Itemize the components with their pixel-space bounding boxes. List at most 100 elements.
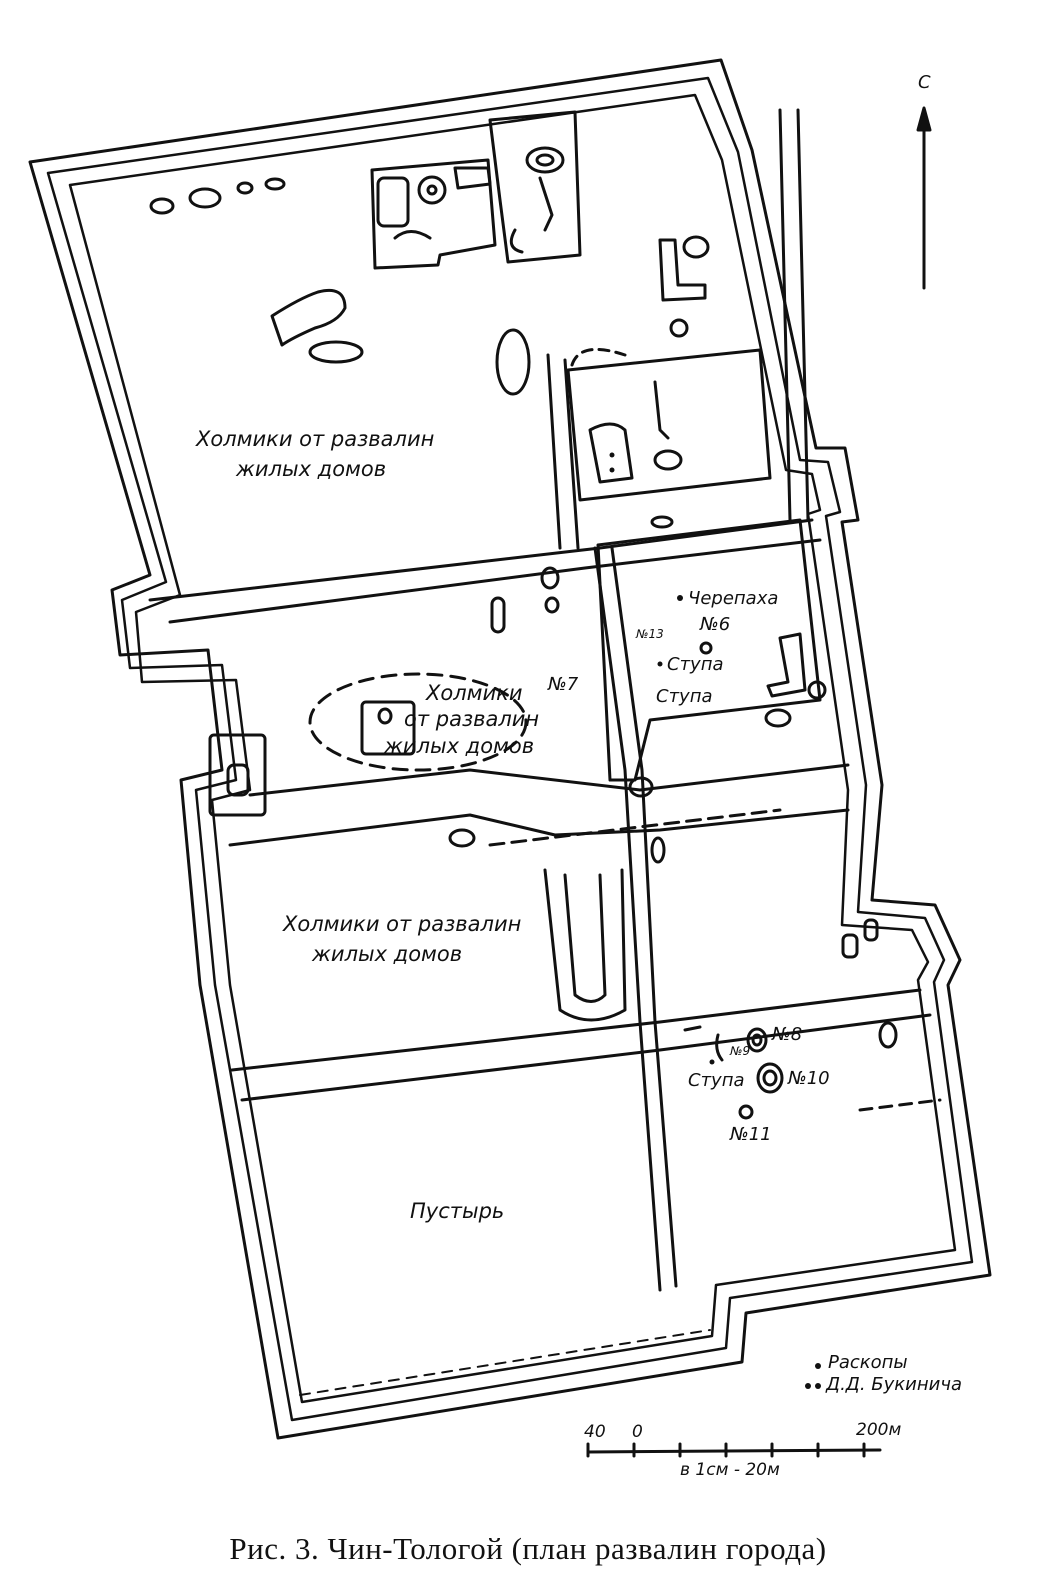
stupa-n10-core: [762, 1069, 778, 1087]
street-ns-east-b: [796, 108, 810, 522]
object-label-n6: №6: [700, 614, 731, 635]
object-label-stupa-a: Ступа: [667, 654, 724, 675]
dashed-line-outer: [299, 1329, 711, 1396]
object-label-n7: №7: [548, 674, 579, 695]
object-label-n9: №9: [730, 1044, 751, 1058]
scale-ratio-label: в 1см - 20м: [680, 1460, 780, 1480]
legend-line-1: Раскопы: [828, 1352, 908, 1373]
excavation-dot-2: [609, 452, 615, 458]
street-ns-west-b: [563, 358, 580, 550]
mound-east-4: [807, 680, 827, 700]
dashed-zone-center: [308, 672, 528, 772]
street-ns-east: [778, 108, 792, 522]
mound-nw-4: [264, 177, 286, 191]
dashed-arc-northeast: [570, 347, 627, 367]
object-label-stupa-b: Ступа: [656, 686, 713, 707]
stupa-n11: [738, 1104, 754, 1120]
legend-dot-2: [805, 1383, 811, 1389]
ruin-mound-1-core: [426, 184, 438, 196]
legend-dot-1: [815, 1363, 821, 1369]
area-label-center-3: жилых домов: [384, 734, 535, 758]
turtle-mark: [677, 595, 683, 601]
ruin-wall-2: [538, 176, 554, 232]
mound-east-6: [628, 776, 654, 798]
ruin-wall-4: [393, 230, 432, 240]
object-label-n11: №11: [730, 1124, 772, 1145]
mound-se-arc: [715, 1033, 724, 1062]
ruin-mound-2-core: [535, 153, 555, 167]
ruin-center-building: [360, 700, 416, 756]
mound-center-2: [544, 596, 560, 614]
scale-bar-line: [586, 1448, 882, 1454]
north-arrow-head: [916, 106, 932, 132]
street-ns-west: [546, 353, 562, 550]
mound-se-dash: [683, 1025, 702, 1032]
street-ew-3: [230, 988, 922, 1072]
ruin-east-lower-2: [863, 918, 879, 942]
outer-wall-inner: [46, 76, 974, 1422]
dashed-line-east: [858, 1098, 942, 1112]
excavation-dot-1: [657, 661, 663, 667]
mound-east-1: [682, 235, 710, 259]
mound-east-2: [669, 318, 689, 338]
area-label-center-2: от развалин: [404, 707, 540, 731]
stupa-n6: [699, 641, 713, 655]
ruin-west-center: [208, 733, 267, 817]
street-ew-2b: [228, 808, 850, 847]
ruin-inner-east-2: [653, 380, 670, 440]
ruin-u-shape: [543, 868, 627, 1022]
area-label-sw-2: жилых домов: [312, 942, 463, 966]
excavation-dot-3: [609, 467, 615, 473]
object-label-n10: №10: [788, 1068, 830, 1089]
street-ns-mid-b: [610, 546, 678, 1288]
area-label-nw-1: Холмики от развалин: [196, 427, 435, 451]
mound-east-lower-1: [878, 1021, 898, 1049]
legend-line-2: Д.Д. Букинича: [826, 1374, 962, 1395]
ruin-inner-east-1: [588, 422, 634, 484]
figure-caption: Рис. 3. Чин-Тологой (план развалин город…: [229, 1531, 827, 1566]
mound-west-center: [448, 828, 476, 848]
north-label: С: [918, 72, 931, 93]
mound-nw-complex: [270, 288, 347, 347]
street-ew-1b: [168, 538, 822, 624]
mound-nw-2: [188, 187, 222, 209]
mound-nw-1: [149, 197, 175, 215]
ruin-east-middle-hook: [766, 632, 807, 698]
ruin-u-shape-inner: [563, 873, 607, 1003]
ruin-complex-north: [370, 158, 497, 270]
street-ew-3b: [240, 1013, 932, 1102]
ruin-mound-2: [525, 146, 565, 174]
area-label-nw-2: жилых домов: [236, 457, 387, 481]
stupa-n8: [746, 1027, 768, 1053]
mound-nw-6: [495, 328, 531, 396]
mound-nw-5: [308, 340, 364, 364]
scale-tick-label-left: 40: [584, 1422, 606, 1442]
stupa-n10: [756, 1062, 784, 1094]
ruin-complex-north-2: [488, 110, 582, 264]
mound-east-5: [764, 708, 792, 728]
street-ew-2: [248, 763, 850, 797]
mound-nw-3: [236, 181, 254, 195]
area-label-wasteland: Пустырь: [410, 1199, 505, 1223]
ruin-wall-3: [509, 228, 524, 254]
object-label-turtle: Черепаха: [688, 588, 779, 609]
mound-u-top: [650, 836, 666, 864]
street-ew-1: [148, 518, 814, 602]
outer-wall: [28, 58, 992, 1440]
object-label-n13: №13: [636, 627, 664, 641]
ruin-mound-1: [417, 175, 447, 205]
object-label-stupa-c: Ступа: [688, 1070, 745, 1091]
street-ns-mid: [593, 546, 662, 1292]
area-label-sw-1: Холмики от развалин: [283, 912, 522, 936]
mound-center-4: [377, 707, 393, 725]
ruin-room-1: [376, 176, 410, 228]
ruin-east-middle: [596, 518, 822, 782]
stupa-n8-core: [751, 1033, 763, 1047]
object-label-n8: №8: [772, 1024, 803, 1045]
mound-center-1: [540, 566, 560, 590]
ruin-l-shape: [658, 238, 707, 302]
excavation-dot-4: [709, 1059, 715, 1065]
dashed-line-center: [488, 808, 782, 847]
ruin-west-center-inner: [226, 763, 250, 797]
